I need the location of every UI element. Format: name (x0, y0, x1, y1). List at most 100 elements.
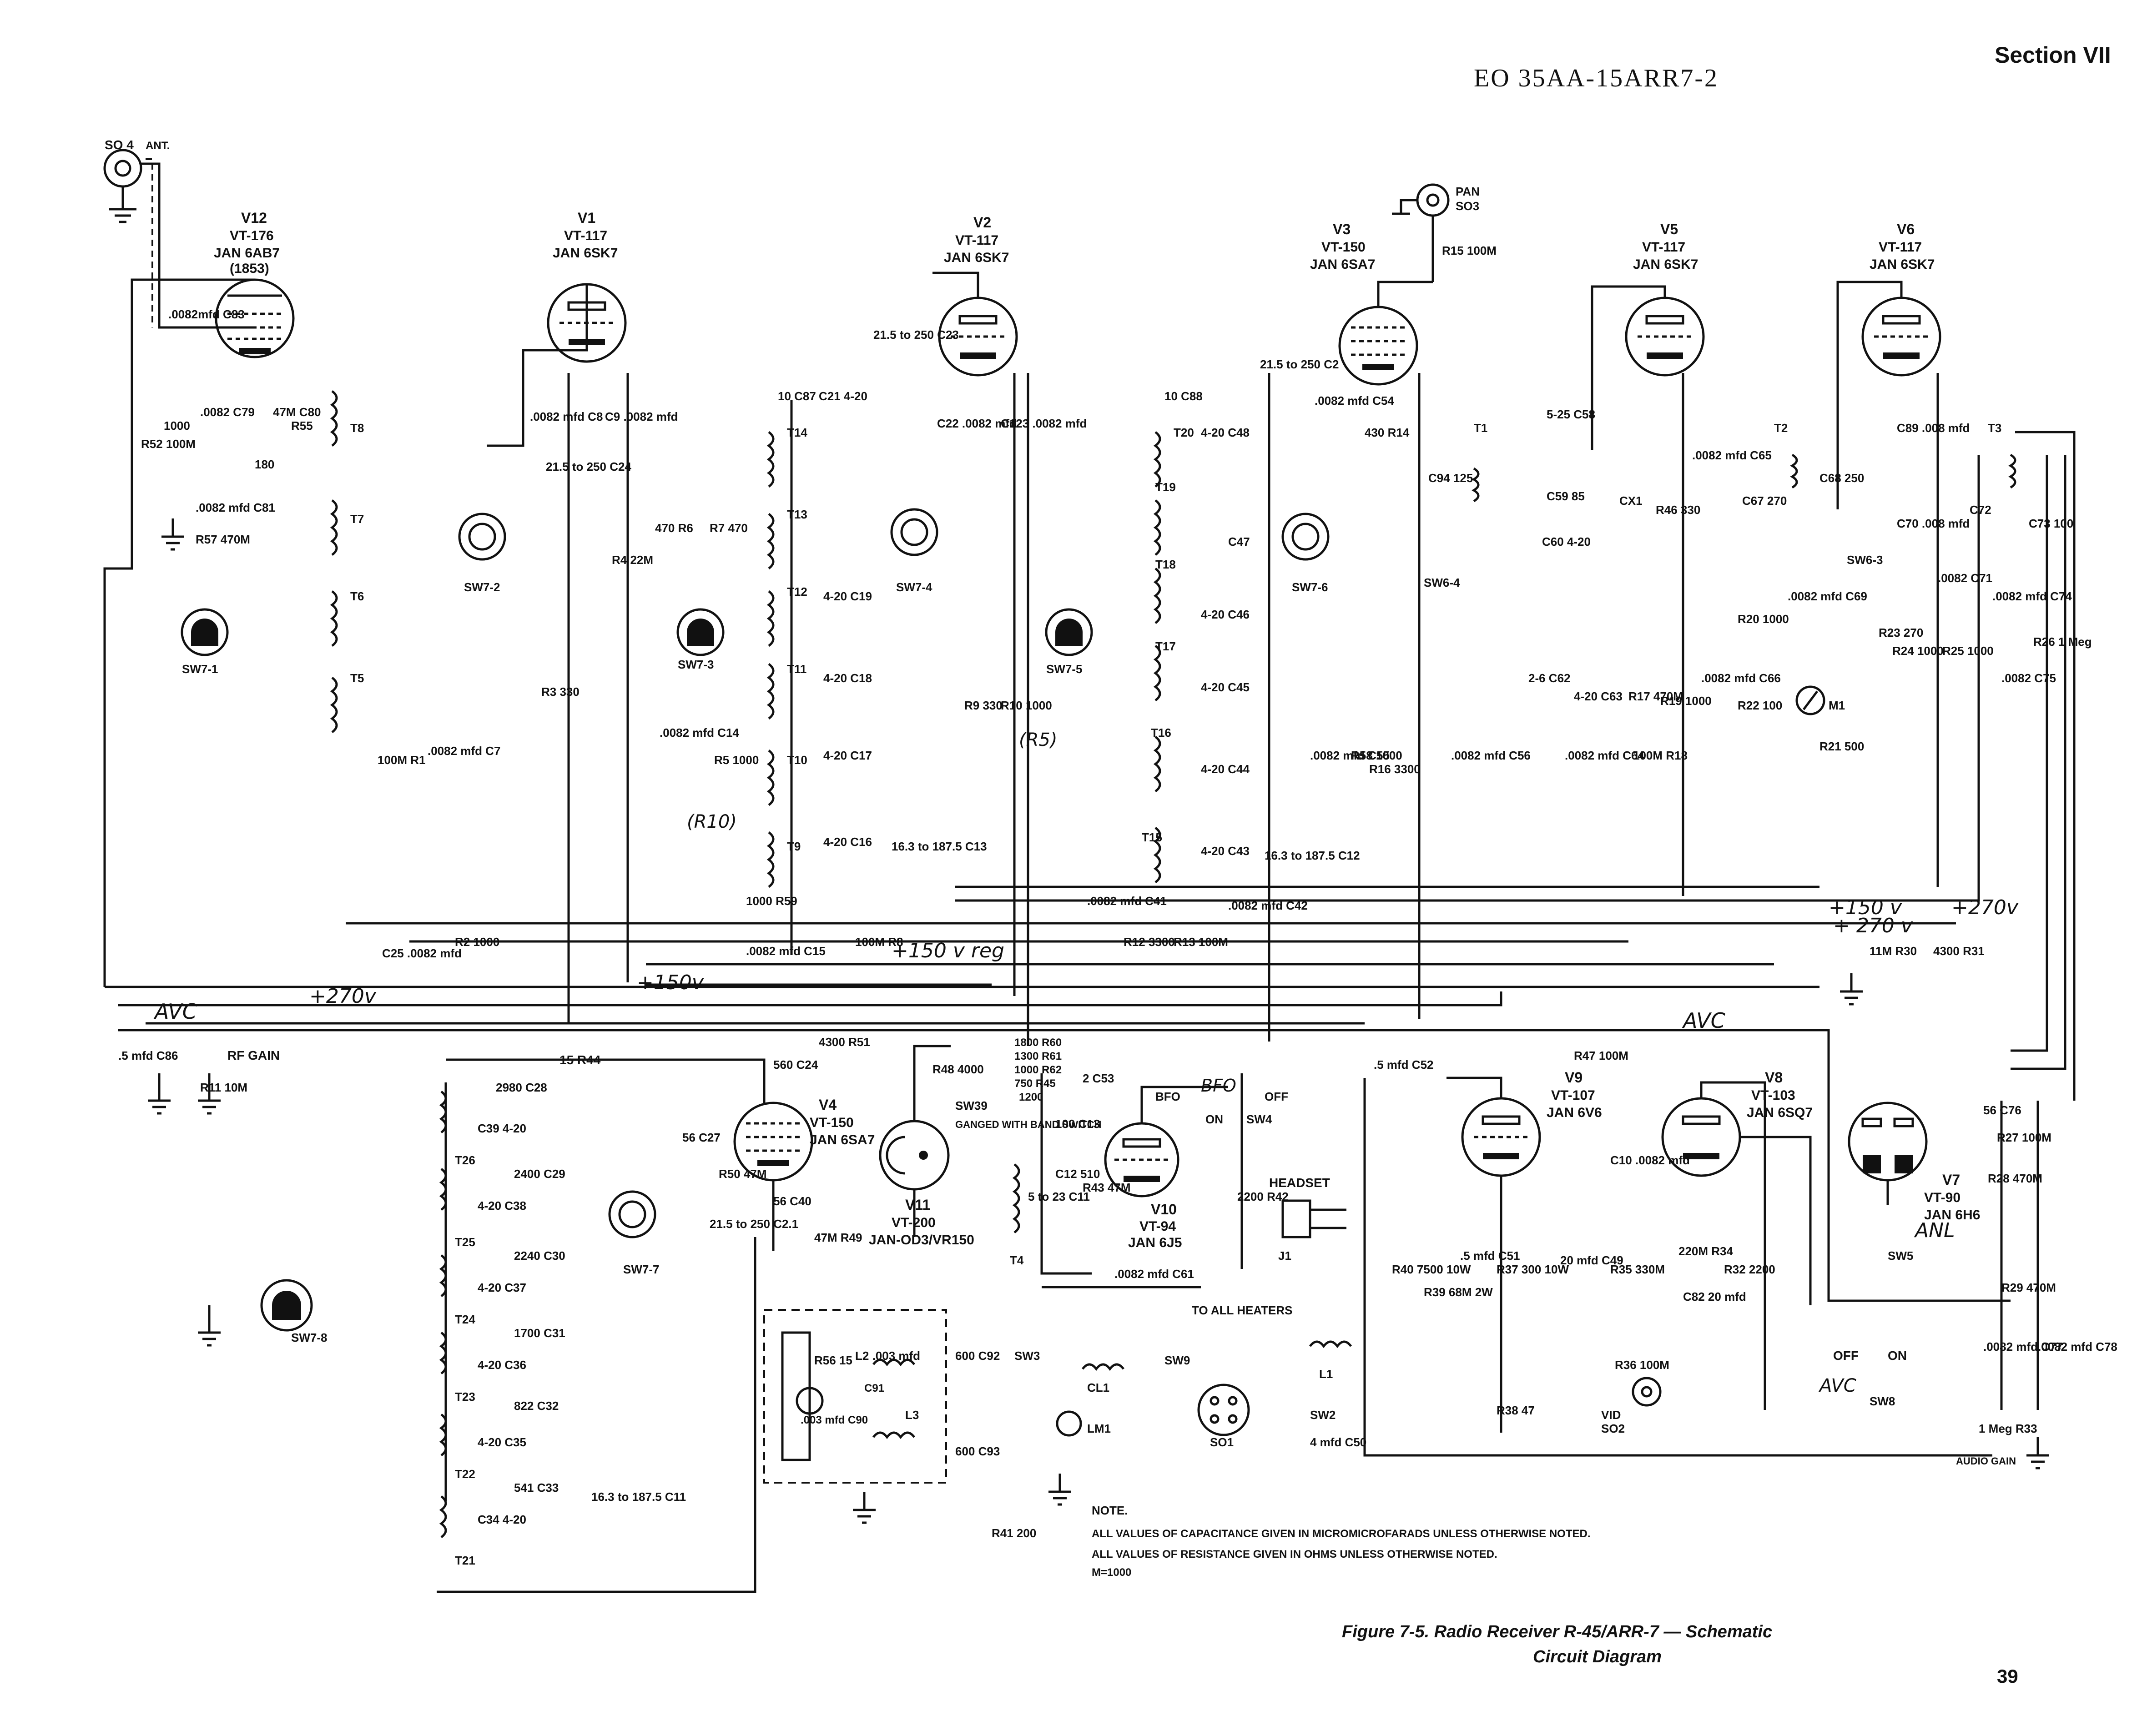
tube-v3 (1338, 306, 1418, 386)
sw7-8-label: SW7-8 (291, 1331, 327, 1344)
svg-text:L2 .003 mfd: L2 .003 mfd (855, 1349, 920, 1363)
svg-text:R13 100M: R13 100M (1174, 935, 1228, 949)
svg-text:56 C27: 56 C27 (682, 1131, 721, 1144)
svg-text:C70 .008 mfd: C70 .008 mfd (1897, 517, 1970, 530)
svg-text:C89 .008 mfd: C89 .008 mfd (1897, 421, 1970, 435)
svg-text:.0082 mfd C74: .0082 mfd C74 (1992, 589, 2072, 603)
svg-text:10 C87: 10 C87 (778, 389, 816, 403)
tube-label-v9: V9 VT-107 JAN 6V6 (1547, 1069, 1602, 1120)
sw9-label: SW9 (1164, 1354, 1190, 1367)
svg-text:4 mfd C50: 4 mfd C50 (1310, 1435, 1366, 1449)
svg-text:100M R18: 100M R18 (1633, 749, 1688, 762)
svg-text:C60 4-20: C60 4-20 (1542, 535, 1591, 548)
svg-text:1300 R61: 1300 R61 (1014, 1050, 1062, 1062)
svg-text:C67 270: C67 270 (1742, 494, 1787, 508)
svg-text:(1853): (1853) (230, 261, 269, 276)
bfo-on-label: ON (1205, 1112, 1223, 1126)
svg-text:2 C53: 2 C53 (1083, 1072, 1114, 1085)
band-switch-sw7-7 (608, 1190, 656, 1238)
svg-text:V3: V3 (1333, 221, 1351, 237)
svg-text:.0082 mfd C66: .0082 mfd C66 (1701, 671, 1781, 685)
svg-text:21.5 to 250 C2.1: 21.5 to 250 C2.1 (710, 1217, 798, 1231)
svg-text:56 C76: 56 C76 (1983, 1103, 2021, 1117)
bfo-label: BFO (1155, 1090, 1180, 1103)
svg-text:C123 .0082 mfd: C123 .0082 mfd (1001, 417, 1087, 430)
svg-text:4-20 C43: 4-20 C43 (1201, 844, 1250, 858)
sw7-2-label: SW7-2 (464, 580, 500, 594)
svg-text:L1: L1 (1319, 1367, 1333, 1381)
svg-text:.0082 C75: .0082 C75 (2001, 671, 2056, 685)
tube-v7 (1848, 1102, 1928, 1182)
band-switch-sw7-4 (890, 508, 938, 556)
svg-text:100M R1: 100M R1 (378, 753, 426, 767)
svg-text:.003 mfd C90: .003 mfd C90 (801, 1414, 868, 1426)
svg-text:C34 4-20: C34 4-20 (478, 1513, 526, 1526)
svg-text:4-20 C63: 4-20 C63 (1574, 689, 1623, 703)
t15-label: T15 (1142, 830, 1162, 844)
antenna-connector-so4 (103, 149, 255, 329)
svg-text:JAN 6H6: JAN 6H6 (1924, 1208, 1980, 1223)
bfo-off-label: OFF (1265, 1090, 1288, 1103)
band-switch-sw7-5 (1045, 608, 1093, 656)
svg-text:R19 1000: R19 1000 (1660, 694, 1712, 708)
svg-text:21.5 to 250 C24: 21.5 to 250 C24 (546, 460, 631, 473)
sw6-4-label: SW6-4 (1424, 576, 1460, 589)
svg-text:VT-117: VT-117 (955, 233, 998, 248)
svg-text:C25 .0082 mfd: C25 .0082 mfd (382, 946, 462, 960)
svg-text:JAN 6SK7: JAN 6SK7 (944, 250, 1009, 265)
so2-label: SO2 (1601, 1422, 1625, 1435)
svg-text:1000 R62: 1000 R62 (1014, 1064, 1062, 1076)
svg-text:V4: V4 (819, 1097, 837, 1113)
svg-text:C21 4-20: C21 4-20 (819, 389, 867, 403)
svg-text:2400 C29: 2400 C29 (514, 1167, 565, 1181)
svg-text:M1: M1 (1829, 699, 1845, 712)
tube-label-v6: V6 VT-117 JAN 6SK7 (1870, 221, 1935, 272)
vid-label: VID (1601, 1408, 1621, 1422)
svg-text:10 C88: 10 C88 (1164, 389, 1203, 403)
t4-label: T4 (1010, 1253, 1024, 1267)
svg-text:.0082 mfd C56: .0082 mfd C56 (1451, 749, 1531, 762)
svg-text:16.3 to 187.5 C13: 16.3 to 187.5 C13 (892, 840, 987, 853)
svg-text:L3: L3 (905, 1408, 919, 1422)
svg-text:4-20 C38: 4-20 C38 (478, 1199, 526, 1213)
svg-text:4-20 C16: 4-20 C16 (823, 835, 872, 849)
svg-text:R22 100: R22 100 (1738, 699, 1782, 712)
sw4-label: SW4 (1246, 1112, 1272, 1126)
ant-label: ANT. (146, 140, 170, 152)
t7-label: T7 (350, 512, 364, 526)
ganged-label: GANGED WITH BAND SWITCH (955, 1119, 1101, 1130)
svg-text:R29 470M: R29 470M (2001, 1281, 2056, 1294)
svg-text:4-20 C45: 4-20 C45 (1201, 680, 1250, 694)
svg-text:.0082 mfd C8: .0082 mfd C8 (530, 410, 603, 423)
figure-caption-line-1: Figure 7-5. Radio Receiver R-45/ARR-7 — … (1342, 1622, 1772, 1641)
svg-text:.0082 C79: .0082 C79 (200, 405, 255, 419)
so4-label: SO 4 (105, 138, 134, 152)
audio-gain-label: AUDIO GAIN (1956, 1455, 2016, 1467)
t25-label: T25 (455, 1235, 475, 1249)
svg-text:R12 3300: R12 3300 (1124, 935, 1175, 949)
figure-caption-line-2: Circuit Diagram (1533, 1647, 1662, 1666)
svg-text:R57 470M: R57 470M (196, 533, 250, 546)
t19-label: T19 (1155, 480, 1176, 494)
svg-text:R25 1000: R25 1000 (1942, 644, 1994, 658)
svg-text:.0082mfd C83: .0082mfd C83 (168, 307, 245, 321)
svg-text:VT-107: VT-107 (1551, 1088, 1595, 1103)
t24-label: T24 (455, 1313, 475, 1326)
t22-label: T22 (455, 1467, 475, 1481)
svg-text:V1: V1 (578, 210, 595, 226)
svg-text:.0082 mfd C55: .0082 mfd C55 (1310, 749, 1390, 762)
notes-line-1: ALL VALUES OF CAPACITANCE GIVEN IN MICRO… (1092, 1528, 1591, 1540)
ground-symbols (148, 518, 2049, 1524)
tube-v6 (1861, 297, 1941, 377)
svg-text:VT-117: VT-117 (1642, 240, 1685, 255)
svg-text:C12 510: C12 510 (1055, 1167, 1100, 1181)
svg-text:430 R14: 430 R14 (1365, 426, 1410, 439)
t5-label: T5 (350, 671, 364, 685)
svg-text:JAN 6SK7: JAN 6SK7 (1870, 257, 1935, 272)
t1-label: T1 (1474, 421, 1487, 435)
svg-text:.0082 mfd C54: .0082 mfd C54 (1315, 394, 1394, 408)
t12-label: T12 (787, 585, 807, 599)
svg-text:R7 470: R7 470 (710, 521, 748, 535)
svg-text:5-25 C58: 5-25 C58 (1547, 408, 1595, 421)
svg-text:4300 R31: 4300 R31 (1933, 944, 1985, 958)
